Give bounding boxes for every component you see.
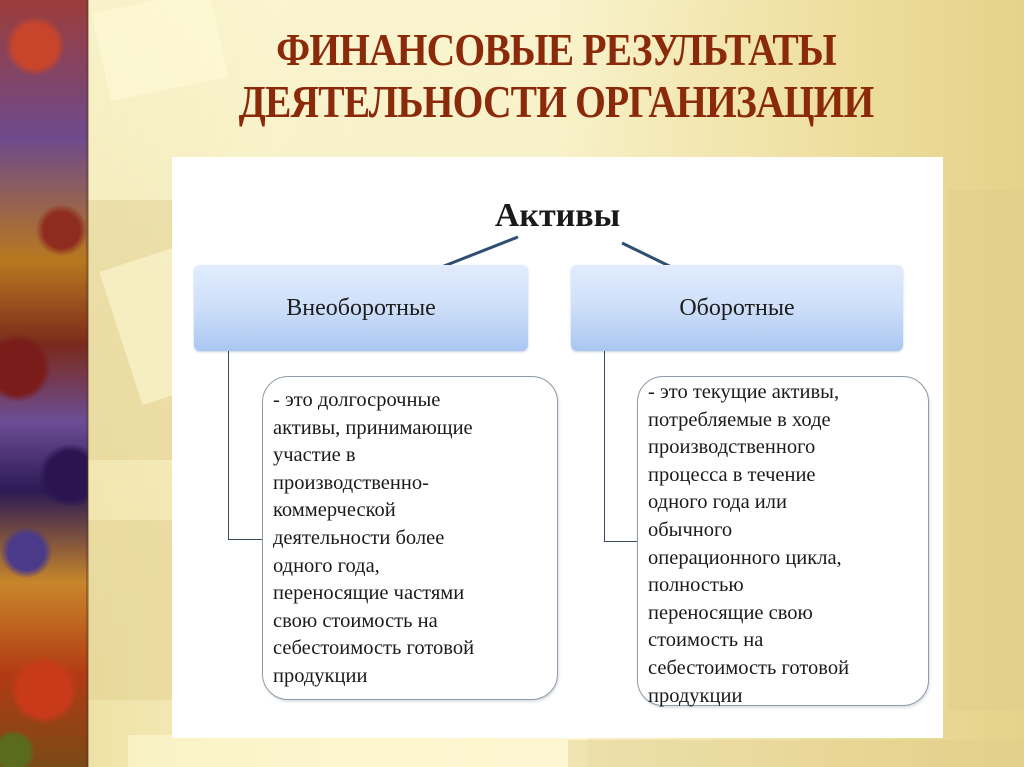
left-strip-divider xyxy=(86,0,89,767)
background-gear-shape xyxy=(568,740,1024,767)
branch-header-noncurrent-assets: Внеоборотные xyxy=(194,265,528,351)
description-line: переносящие частями xyxy=(273,582,465,605)
diagram-panel: Активы Внеоборотные Оборотные - это долг… xyxy=(172,157,943,738)
description-line: одного года или xyxy=(648,491,787,514)
background-gear-shape xyxy=(128,735,588,767)
connector-line-noncurrent xyxy=(228,351,265,540)
description-line: активы, принимающие xyxy=(273,416,473,439)
branch-header-current-assets: Оборотные xyxy=(571,265,903,351)
description-line: переносящие свою xyxy=(648,601,813,624)
connector-line-current xyxy=(604,351,639,542)
background-gear-shape xyxy=(948,190,1024,710)
description-line: полностью xyxy=(648,574,744,597)
description-line: себестоимость готовой xyxy=(273,637,475,660)
description-box-current: - это текущие активы, потребляемые в ход… xyxy=(637,376,929,707)
description-line: - это текущие активы, xyxy=(648,381,840,403)
branch-label-current: Оборотные xyxy=(679,294,795,321)
slide-title: ФИНАНСОВЫЕ РЕЗУЛЬТАТЫ ДЕЯТЕЛЬНОСТИ ОРГАН… xyxy=(154,24,959,128)
description-line: производственно- xyxy=(273,471,429,494)
description-line: производственного xyxy=(648,436,816,459)
description-line: операционного цикла, xyxy=(648,546,842,569)
description-line: деятельности более xyxy=(273,526,445,549)
root-node-assets: Активы xyxy=(494,197,621,234)
description-line: процесса в течение xyxy=(648,463,816,486)
background-gear-shape xyxy=(88,520,178,700)
description-line: продукции xyxy=(273,664,368,687)
decorative-left-strip xyxy=(0,0,88,767)
description-box-noncurrent: - это долгосрочные активы, принимающие у… xyxy=(262,376,558,700)
description-line: участие в xyxy=(273,444,356,467)
description-line: коммерческой xyxy=(273,499,396,522)
branch-label-noncurrent: Внеоборотные xyxy=(286,294,436,321)
description-line: - это долгосрочные xyxy=(273,389,441,411)
description-line: стоимость на xyxy=(648,629,764,652)
description-line: себестоимость готовой xyxy=(648,656,850,679)
slide-title-line-2: ДЕЯТЕЛЬНОСТИ ОРГАНИЗАЦИИ xyxy=(238,76,875,127)
description-line: свою стоимость на xyxy=(273,609,438,632)
description-line: потребляемые в ходе xyxy=(648,408,831,431)
slide-title-line-1: ФИНАНСОВЫЕ РЕЗУЛЬТАТЫ xyxy=(276,24,837,75)
description-line: одного года, xyxy=(273,554,380,577)
description-line: продукции xyxy=(648,684,743,707)
description-line: обычного xyxy=(648,518,733,541)
